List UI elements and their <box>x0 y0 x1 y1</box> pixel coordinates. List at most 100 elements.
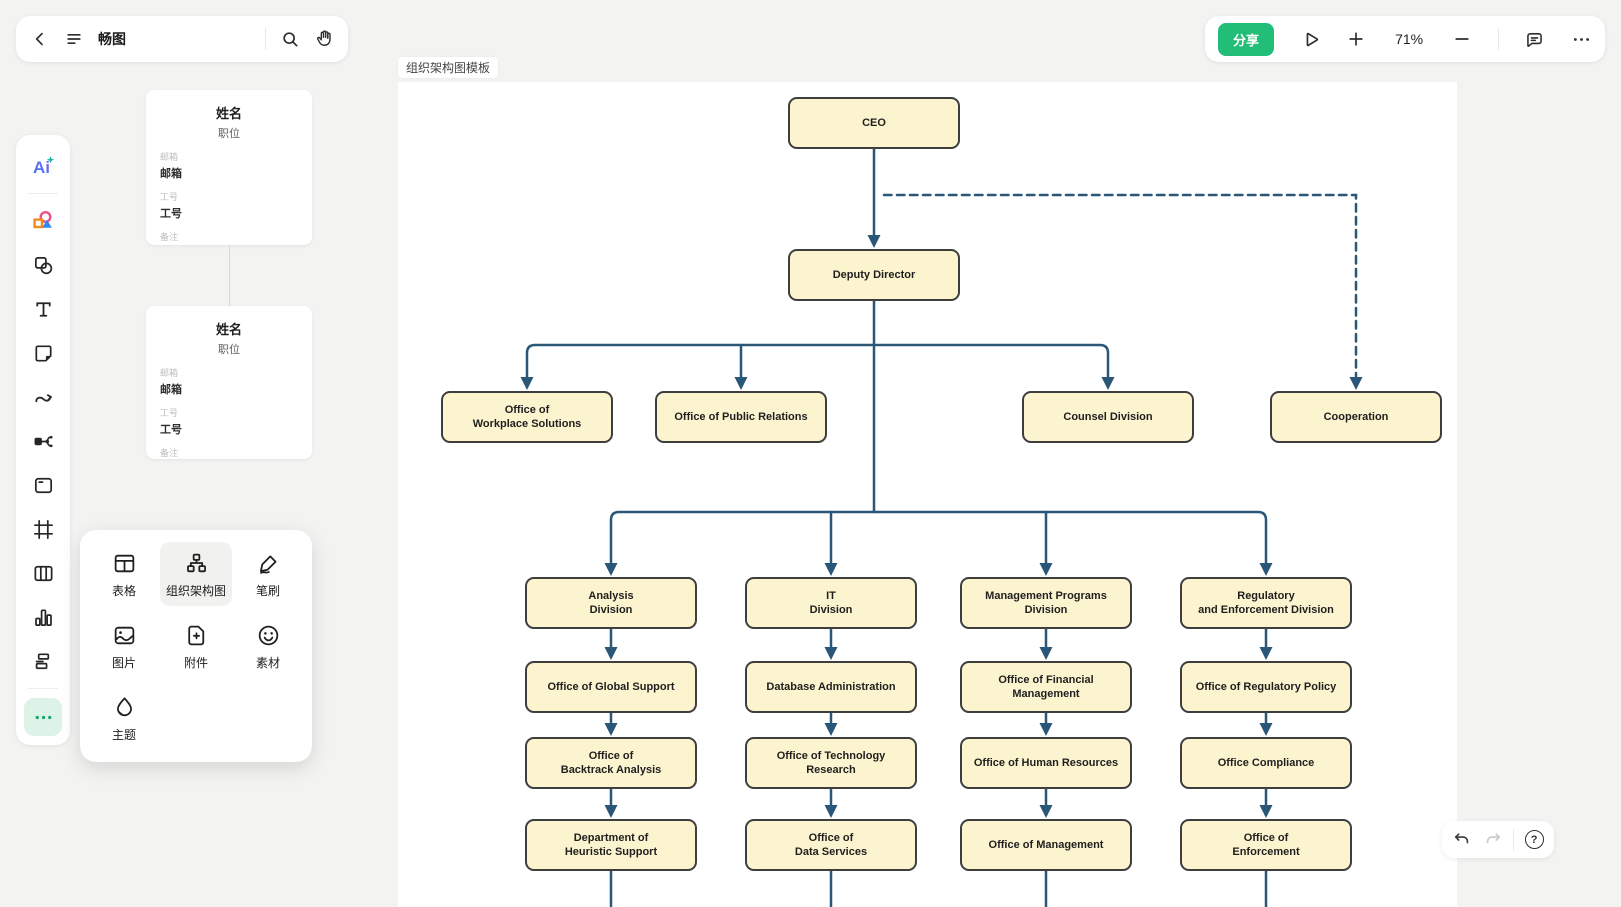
sidebar-item-table[interactable] <box>21 551 65 595</box>
divider <box>1513 828 1515 851</box>
sidebar-item-frame[interactable] <box>21 507 65 551</box>
org-node-technology-research[interactable]: Office of Technology Research <box>745 737 917 789</box>
undo-button[interactable] <box>1452 830 1472 850</box>
field-value: 工号 <box>160 208 182 220</box>
top-right-toolbar: 分享 71% <box>1205 16 1605 62</box>
popup-item-attachment[interactable]: 附件 <box>160 614 232 678</box>
undo-icon <box>1455 832 1469 843</box>
connector-icon <box>34 393 52 402</box>
redo-icon <box>1486 832 1500 843</box>
menu-icon <box>67 34 81 45</box>
sidebar-item-connector[interactable] <box>21 375 65 419</box>
org-node-backtrack-analysis[interactable]: Office of Backtrack Analysis <box>525 737 697 789</box>
sidebar-item-bar-chart[interactable] <box>21 595 65 639</box>
sidebar-item-layout[interactable] <box>21 639 65 683</box>
field-label: 备注 <box>160 448 179 458</box>
left-toolbar: Ai <box>16 135 70 745</box>
sidebar-item-ai-assistant[interactable]: Ai <box>21 144 65 188</box>
popup-item-image[interactable]: 图片 <box>88 614 160 678</box>
org-node-workplace-solutions[interactable]: Office of Workplace Solutions <box>441 391 613 443</box>
table-icon <box>33 565 53 581</box>
svg-text:Ai: Ai <box>33 158 50 177</box>
help-button[interactable]: ? <box>1524 830 1544 849</box>
sidebar-item-card[interactable] <box>21 463 65 507</box>
plus-icon <box>1349 32 1364 46</box>
org-node-regulatory-policy[interactable]: Office of Regulatory Policy <box>1180 661 1352 713</box>
zoom-level[interactable]: 71% <box>1395 31 1424 47</box>
popup-item-org-chart[interactable]: 组织架构图 <box>160 542 232 606</box>
org-node-regulatory-enforcement[interactable]: Regulatory and Enforcement Division <box>1180 577 1352 629</box>
mind-map-icon <box>34 435 53 447</box>
zoom-out-button[interactable] <box>1452 29 1472 49</box>
divider <box>265 28 266 50</box>
search-icon <box>283 32 298 47</box>
comments-button[interactable] <box>1524 29 1545 50</box>
field-label: 邮箱 <box>160 368 179 378</box>
popup-item-table[interactable]: 表格 <box>88 542 160 606</box>
divider <box>1497 28 1499 50</box>
popup-item-sticker[interactable]: 素材 <box>232 614 304 678</box>
history-toolbar: ? <box>1442 821 1554 858</box>
sidebar-item-mind-map[interactable] <box>21 419 65 463</box>
image-icon <box>114 626 134 645</box>
org-node-it-division[interactable]: IT Division <box>745 577 917 629</box>
card-name: 姓名 <box>215 322 242 337</box>
org-node-public-relations[interactable]: Office of Public Relations <box>655 391 827 443</box>
hand-tool-button[interactable] <box>314 29 334 49</box>
sidebar-more-button[interactable] <box>24 698 62 736</box>
zoom-in-button[interactable] <box>1346 29 1366 49</box>
org-node-ceo[interactable]: CEO <box>788 97 960 149</box>
org-chart-canvas: CEO Deputy Director Office of Workplace … <box>398 82 1457 907</box>
org-node-cooperation[interactable]: Cooperation <box>1270 391 1442 443</box>
org-node-heuristic-support[interactable]: Department of Heuristic Support <box>525 819 697 871</box>
tools-popup: 表格 组织架构图 笔刷 图片 附件 <box>80 530 312 762</box>
field-label: 工号 <box>160 408 179 418</box>
divider <box>28 688 58 689</box>
org-chart-icon <box>186 553 206 573</box>
card-title: 职位 <box>218 128 240 140</box>
redo-button[interactable] <box>1483 830 1503 850</box>
document-title: 畅图 <box>98 31 126 47</box>
sticky-note-icon <box>34 344 52 362</box>
search-button[interactable] <box>280 29 300 49</box>
org-node-database-administration[interactable]: Database Administration <box>745 661 917 713</box>
canvas-frame-title[interactable]: 组织架构图模板 <box>398 57 499 78</box>
sidebar-item-text-tool[interactable] <box>21 287 65 331</box>
org-node-financial-management[interactable]: Office of Financial Management <box>960 661 1132 713</box>
menu-button[interactable] <box>64 29 84 49</box>
org-node-office-enforcement[interactable]: Office of Enforcement <box>1180 819 1352 871</box>
popup-item-theme[interactable]: 主题 <box>88 686 160 750</box>
org-node-counsel-division[interactable]: Counsel Division <box>1022 391 1194 443</box>
org-node-human-resources[interactable]: Office of Human Resources <box>960 737 1132 789</box>
present-button[interactable] <box>1300 29 1321 50</box>
theme-icon <box>116 697 132 717</box>
org-node-deputy-director[interactable]: Deputy Director <box>788 249 960 301</box>
layout-icon <box>35 652 49 669</box>
org-node-global-support[interactable]: Office of Global Support <box>525 661 697 713</box>
share-button[interactable]: 分享 <box>1218 22 1275 56</box>
shape-tool-icon <box>34 256 52 274</box>
field-value: 邮箱 <box>160 168 182 180</box>
back-button[interactable] <box>30 29 50 49</box>
attachment-icon <box>187 625 204 646</box>
more-options-button[interactable] <box>1571 29 1592 50</box>
chevron-left-icon <box>35 32 43 46</box>
org-node-office-compliance[interactable]: Office Compliance <box>1180 737 1352 789</box>
preview-connector-line <box>229 245 230 306</box>
field-label: 邮箱 <box>160 152 179 162</box>
sidebar-item-sticky-note[interactable] <box>21 331 65 375</box>
org-node-management-programs[interactable]: Management Programs Division <box>960 577 1132 629</box>
org-chart-connectors <box>520 147 1363 907</box>
org-node-analysis-division[interactable]: Analysis Division <box>525 577 697 629</box>
org-node-office-management[interactable]: Office of Management <box>960 819 1132 871</box>
org-node-data-services[interactable]: Office of Data Services <box>745 819 917 871</box>
sidebar-item-shapes-library[interactable] <box>21 199 65 243</box>
popup-item-brush[interactable]: 笔刷 <box>232 542 304 606</box>
field-label: 工号 <box>160 192 179 202</box>
text-tool-icon <box>35 301 51 317</box>
field-label: 备注 <box>160 232 179 242</box>
sidebar-item-shape-tool[interactable] <box>21 243 65 287</box>
field-value: 工号 <box>160 424 182 436</box>
